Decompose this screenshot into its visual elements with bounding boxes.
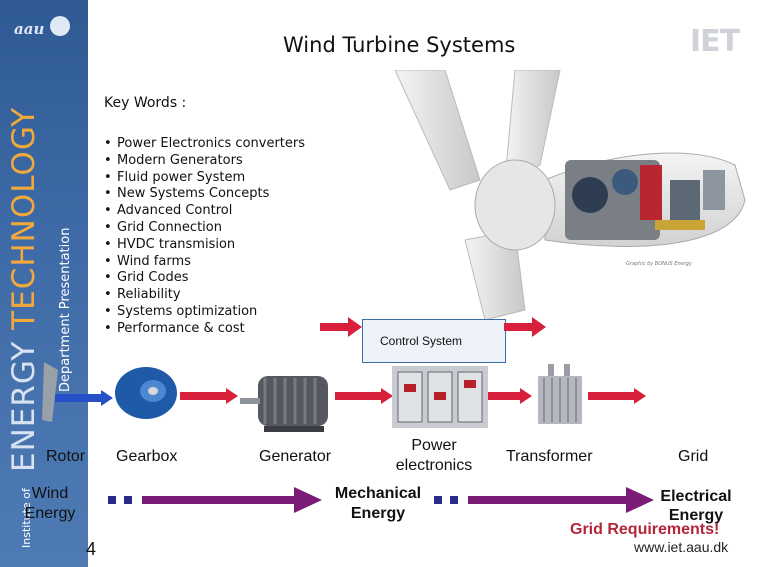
- grid-label: Grid: [678, 448, 709, 465]
- list-item: Advanced Control: [104, 203, 305, 220]
- image-credit: Graphic by BONUS Energy: [626, 261, 692, 267]
- gearbox-photo: [115, 367, 177, 419]
- blue-arrow-icon: [55, 390, 113, 406]
- control-system-label: Control System: [380, 334, 463, 348]
- red-arrow-icon: [180, 388, 238, 404]
- grid-requirements-text: Grid Requirements!: [570, 521, 720, 538]
- sidebar-banner: aau ENERGY TECHNOLOGY Department Present…: [0, 0, 88, 567]
- list-item: Fluid power System: [104, 170, 305, 187]
- wind-energy-label: Wind Energy: [24, 485, 76, 522]
- generator-label: Generator: [259, 448, 332, 465]
- list-item: New Systems Concepts: [104, 186, 305, 203]
- list-item: Performance & cost: [104, 321, 305, 338]
- red-arrow-icon: [320, 317, 362, 337]
- mechanical-to-electrical-arrow-icon: [434, 487, 654, 513]
- iet-logo: IET: [690, 24, 740, 59]
- sidebar-title: ENERGY TECHNOLOGY: [6, 106, 42, 472]
- slide-title: Wind Turbine Systems: [283, 33, 516, 57]
- control-system-box: [362, 319, 506, 363]
- transformer-label: Transformer: [506, 448, 593, 465]
- mechanical-energy-label: Mechanical Energy: [334, 485, 422, 522]
- gearbox-label: Gearbox: [116, 448, 178, 465]
- power-electronics-label: Power electronics: [395, 437, 473, 474]
- red-arrow-icon: [588, 388, 646, 404]
- generator-photo: [240, 376, 328, 432]
- page-number: 4: [86, 539, 97, 559]
- red-arrow-icon: [504, 317, 546, 337]
- list-item: Modern Generators: [104, 153, 305, 170]
- keywords-label: Key Words :: [104, 95, 187, 111]
- list-item: Grid Connection: [104, 220, 305, 237]
- list-item: Power Electronics converters: [104, 136, 305, 153]
- list-item: Systems optimization: [104, 304, 305, 321]
- list-item: Grid Codes: [104, 270, 305, 287]
- keywords-list: Power Electronics converters Modern Gene…: [104, 136, 305, 338]
- power-electronics-cabinet-photo: [392, 366, 488, 428]
- rotor-label: Rotor: [46, 448, 86, 465]
- aau-seal-icon: [50, 16, 70, 36]
- list-item: HVDC transmision: [104, 237, 305, 254]
- red-arrow-icon: [488, 388, 532, 404]
- transformer-photo: [538, 364, 582, 424]
- red-arrow-icon: [335, 388, 393, 404]
- rotor-blade-photo: [42, 362, 58, 422]
- list-item: Wind farms: [104, 254, 305, 271]
- wind-to-mechanical-arrow-icon: [108, 487, 322, 513]
- footer-url: www.iet.aau.dk: [634, 539, 729, 555]
- turbine-nacelle-illustration: [394, 70, 746, 321]
- list-item: Reliability: [104, 287, 305, 304]
- aau-logo: aau: [14, 20, 45, 38]
- electrical-energy-label: Electrical Energy: [660, 488, 732, 524]
